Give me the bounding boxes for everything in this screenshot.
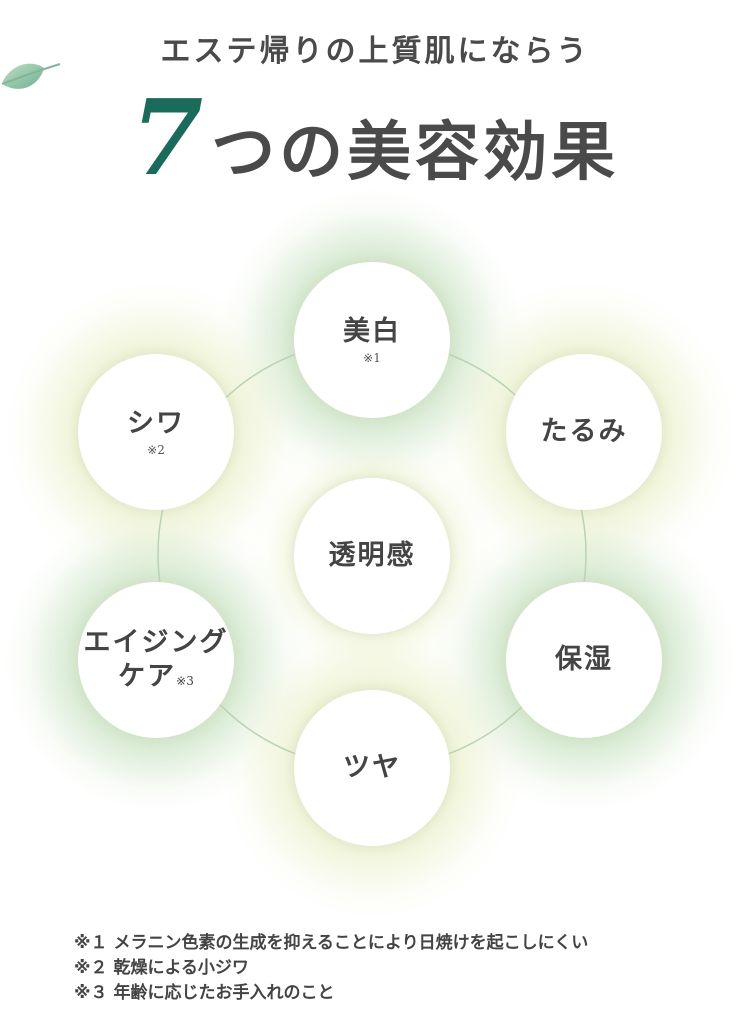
effect-glow: ツヤ <box>294 690 450 846</box>
effect-clarity: 透明感 <box>294 478 450 634</box>
effect-label: たるみ <box>540 416 628 448</box>
effect-label-line1: エイジング <box>83 627 229 659</box>
footnotes: ※１ メラニン色素の生成を抑えることにより日焼けを起こしにくい ※２ 乾燥による… <box>74 931 588 1006</box>
footnote-2: ※２ 乾燥による小ジワ <box>74 958 249 978</box>
effect-moisture: 保湿 <box>506 582 662 738</box>
effect-label: ツヤ <box>343 752 401 784</box>
footnote-1: ※１ メラニン色素の生成を抑えることにより日焼けを起こしにくい <box>74 933 589 953</box>
effect-label: シワ <box>127 408 185 440</box>
effect-note: ※2 <box>147 442 165 457</box>
effect-note: ※1 <box>363 350 381 365</box>
effect-note: ※3 <box>176 674 194 688</box>
effect-label: 美白 <box>343 316 401 348</box>
title-number: 7 <box>130 76 204 199</box>
effect-whitening: 美白 ※1 <box>294 262 450 418</box>
effect-label: 保湿 <box>555 644 613 676</box>
leaf-icon <box>1 63 61 89</box>
effect-wrinkles: シワ ※2 <box>78 354 234 510</box>
subtitle: エステ帰りの上質肌にならう <box>160 34 590 69</box>
title-text: つの美容効果 <box>211 115 620 190</box>
effect-label: エイジングケア※3 <box>84 626 229 694</box>
footnote-3: ※３ 年齢に応じたお手入れのこと <box>74 983 335 1003</box>
effect-sagging: たるみ <box>506 354 662 510</box>
effect-label: 透明感 <box>328 540 416 572</box>
effect-aging-care: エイジングケア※3 <box>78 582 234 738</box>
effect-label-line2: ケア <box>118 661 177 692</box>
